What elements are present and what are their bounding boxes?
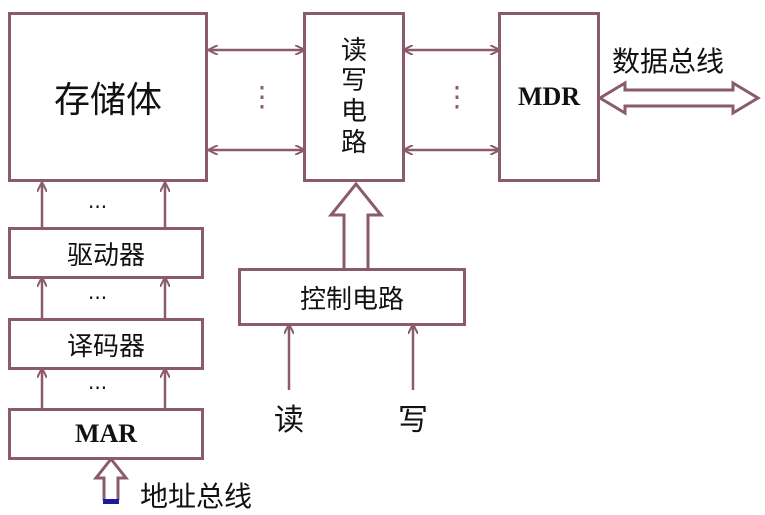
rw-mdr-ellipsis: ⋮ bbox=[443, 80, 471, 113]
memory-array-label: 存储体 bbox=[53, 80, 162, 121]
address-bus-label: 地址总线 bbox=[140, 480, 253, 513]
rw-char-4: 路 bbox=[340, 127, 367, 158]
read-signal-label: 读 bbox=[274, 403, 304, 438]
rw-char-3: 电 bbox=[340, 97, 367, 127]
data-bus-arrow bbox=[597, 80, 761, 116]
control-circuit-label: 控制电路 bbox=[299, 284, 404, 315]
mar-decoder-ellipsis: ··· bbox=[88, 376, 108, 400]
control-rw-arrow bbox=[327, 181, 385, 268]
memory-array-box: 存储体 bbox=[8, 12, 208, 182]
address-bus-arrow bbox=[92, 456, 130, 500]
driver-box: 驱动器 bbox=[8, 227, 204, 279]
control-circuit-box: 控制电路 bbox=[238, 268, 466, 326]
read-write-circuit-box: 读 写 电 路 bbox=[303, 12, 405, 182]
rw-char-1: 读 bbox=[340, 35, 367, 66]
decoder-label: 译码器 bbox=[66, 331, 145, 362]
mar-label: MAR bbox=[74, 419, 138, 448]
decoder-box: 译码器 bbox=[8, 318, 204, 370]
driver-label: 驱动器 bbox=[66, 240, 145, 271]
mdr-label: MDR bbox=[517, 82, 581, 111]
mdr-box: MDR bbox=[498, 12, 600, 182]
memory-rw-ellipsis: ⋮ bbox=[248, 80, 276, 113]
write-signal-label: 写 bbox=[398, 403, 428, 438]
decoder-driver-ellipsis: ··· bbox=[88, 286, 108, 310]
rw-char-2: 写 bbox=[340, 66, 367, 97]
driver-memory-ellipsis: ··· bbox=[88, 195, 108, 219]
data-bus-label: 数据总线 bbox=[612, 45, 725, 78]
mar-box: MAR bbox=[8, 408, 204, 460]
address-bus-marker bbox=[103, 499, 119, 504]
